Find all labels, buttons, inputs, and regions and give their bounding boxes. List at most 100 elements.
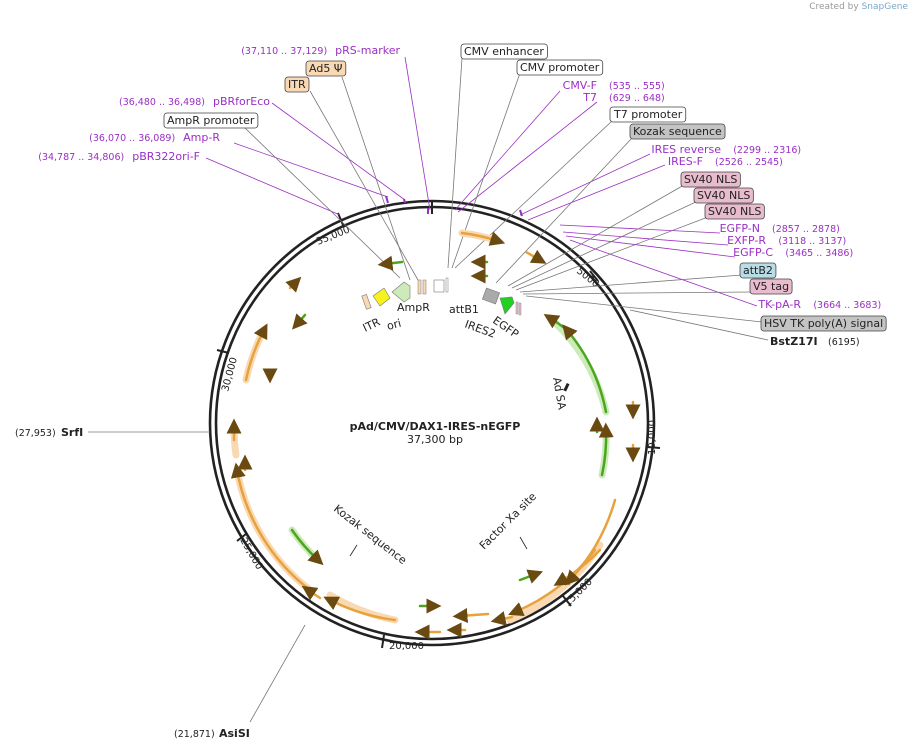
tick-20000: 20,000 xyxy=(389,641,424,652)
inner-label-factorxa: Factor Xa site xyxy=(477,490,539,552)
feature-label-t7prom: T7 promoter xyxy=(613,108,683,121)
leader-lines xyxy=(88,56,769,723)
orf-arcs-green xyxy=(288,254,614,614)
feature-pbr322: pBR322ori-F (34,787 .. 34,806) xyxy=(38,150,200,163)
feature-label-hsv: HSV TK poly(A) signal xyxy=(764,317,883,330)
tick-35000: 35,000 xyxy=(315,224,352,247)
tick-10000: 10,000 xyxy=(647,420,658,455)
feature-pbr: pBRforEco (36,480 .. 36,498) xyxy=(119,95,270,108)
site-asisi: AsiSI xyxy=(219,727,250,740)
feature-ad5: Ad5 Ψ xyxy=(305,60,347,77)
map-length: 37,300 bp xyxy=(407,433,463,446)
feature-itr: ITR xyxy=(284,76,310,93)
feature-label-iresf: IRES-F xyxy=(668,155,703,168)
inner-label-kozak: Kozak sequence xyxy=(331,502,409,567)
feature-cmvf: CMV-F (535 .. 555) xyxy=(563,79,665,92)
feature-prs: pRS-marker (37,110 .. 37,129) xyxy=(241,44,400,57)
feature-label-v5: V5 tag xyxy=(753,280,789,293)
feature-cmvprom: CMV promoter xyxy=(516,59,604,76)
feature-hsv: HSV TK poly(A) signal xyxy=(760,315,887,332)
feature-box-t7prom xyxy=(609,106,687,123)
feature-box-sv3 xyxy=(704,203,765,220)
feature-egfpc: EGFP-C (3465 .. 3486) xyxy=(733,246,853,259)
feature-coord-ampr: (36,070 .. 36,089) xyxy=(89,133,175,144)
feature-label-egfpn: EGFP-N xyxy=(720,222,760,235)
feature-label-cmvprom: CMV promoter xyxy=(520,61,600,74)
feature-box-cmvenh xyxy=(460,43,548,60)
feature-box-attb2 xyxy=(739,262,777,279)
feature-sv3: SV40 NLS xyxy=(704,203,765,220)
feature-label-exfpr: EXFP-R xyxy=(727,234,766,247)
feature-coord-tkpar: (3664 .. 3683) xyxy=(813,300,881,311)
tick-30000: 30,000 xyxy=(220,356,240,393)
feature-cmvenh: CMV enhancer xyxy=(460,43,548,60)
feature-label-pbr322: pBR322ori-F xyxy=(132,150,200,163)
feature-box-sv2 xyxy=(693,187,754,204)
feature-label-pbr: pBRforEco xyxy=(213,95,270,108)
feature-attb2: attB2 xyxy=(739,262,777,279)
orf-arcs-orange xyxy=(226,229,641,640)
feature-coord-iresf: (2526 .. 2545) xyxy=(715,157,783,168)
feature-t7prom: T7 promoter xyxy=(609,106,687,123)
feature-iresf: IRES-F (2526 .. 2545) xyxy=(668,155,783,168)
inner-label-egfp: EGFP xyxy=(490,314,521,341)
feature-box-kozak xyxy=(629,123,726,140)
feature-coord-prs: (37,110 .. 37,129) xyxy=(241,46,327,57)
site-asisi-coord: (21,871) xyxy=(174,729,215,740)
feature-coord-t7: (629 .. 648) xyxy=(609,93,665,104)
inner-label-ampr: AmpR xyxy=(397,301,430,314)
feature-label-tkpar: TK-pA-R xyxy=(757,298,801,311)
inner-label-adsa: Ad SA xyxy=(550,376,569,411)
feature-box-v5 xyxy=(749,278,793,295)
feature-label-prs: pRS-marker xyxy=(335,44,400,57)
snapgene-credit: Created by SnapGene xyxy=(809,2,908,12)
feature-label-sv1: SV40 NLS xyxy=(684,173,737,186)
feature-label-sv2: SV40 NLS xyxy=(697,189,750,202)
primer-marks xyxy=(385,195,523,217)
feature-labels: pRS-marker (37,110 .. 37,129) CMV enhancer… xyxy=(38,43,887,332)
feature-box-cmvprom xyxy=(516,59,604,76)
feature-coord-egfpc: (3465 .. 3486) xyxy=(785,248,853,259)
feature-tkpar: TK-pA-R (3664 .. 3683) xyxy=(757,298,881,311)
inner-label-ori: ori xyxy=(385,317,402,333)
feature-ampr: Amp-R (36,070 .. 36,089) xyxy=(89,131,220,144)
credit-prefix: Created by xyxy=(809,2,859,12)
inner-label-itr: ITR xyxy=(361,315,383,334)
site-srfi: SrfI xyxy=(61,426,83,439)
feature-egfpn: EGFP-N (2857 .. 2878) xyxy=(720,222,840,235)
feature-label-ad5: Ad5 Ψ xyxy=(309,62,343,75)
feature-sv1: SV40 NLS xyxy=(680,171,741,188)
feature-label-ampr: Amp-R xyxy=(183,131,220,144)
feature-coord-pbr: (36,480 .. 36,498) xyxy=(119,97,205,108)
feature-exfpr: EXFP-R (3118 .. 3137) xyxy=(727,234,846,247)
feature-label-iresrev: IRES reverse xyxy=(651,143,721,156)
feature-coord-egfpn: (2857 .. 2878) xyxy=(772,224,840,235)
map-name: pAd/CMV/DAX1-IRES-nEGFP xyxy=(350,420,521,433)
feature-label-attb2: attB2 xyxy=(743,264,773,277)
feature-label-cmvenh: CMV enhancer xyxy=(464,45,544,58)
site-bstz17i: BstZ17I xyxy=(770,335,818,348)
feature-box-sv1 xyxy=(680,171,741,188)
feature-coord-exfpr: (3118 .. 3137) xyxy=(778,236,846,247)
feature-box-hsv xyxy=(760,315,887,332)
feature-box-ad5 xyxy=(305,60,347,77)
feature-label-kozak: Kozak sequence xyxy=(633,125,722,138)
feature-coord-cmvf: (535 .. 555) xyxy=(609,81,665,92)
feature-kozak: Kozak sequence xyxy=(629,123,726,140)
site-srfi-coord: (27,953) xyxy=(15,428,56,439)
feature-sv2: SV40 NLS xyxy=(693,187,754,204)
feature-amppromo: AmpR promoter xyxy=(163,112,259,129)
inner-features xyxy=(349,277,570,557)
feature-label-itr: ITR xyxy=(288,78,306,91)
feature-v5: V5 tag xyxy=(749,278,793,295)
tick-marks xyxy=(216,201,661,649)
feature-label-cmvf: CMV-F xyxy=(563,79,597,92)
feature-coord-pbr322: (34,787 .. 34,806) xyxy=(38,152,124,163)
feature-label-t7: T7 xyxy=(582,91,597,104)
inner-label-attb1: attB1 xyxy=(449,303,479,316)
feature-label-egfpc: EGFP-C xyxy=(733,246,773,259)
credit-brand: SnapGene xyxy=(861,2,908,12)
feature-label-amppromo: AmpR promoter xyxy=(167,114,255,127)
feature-box-amppromo xyxy=(163,112,259,129)
